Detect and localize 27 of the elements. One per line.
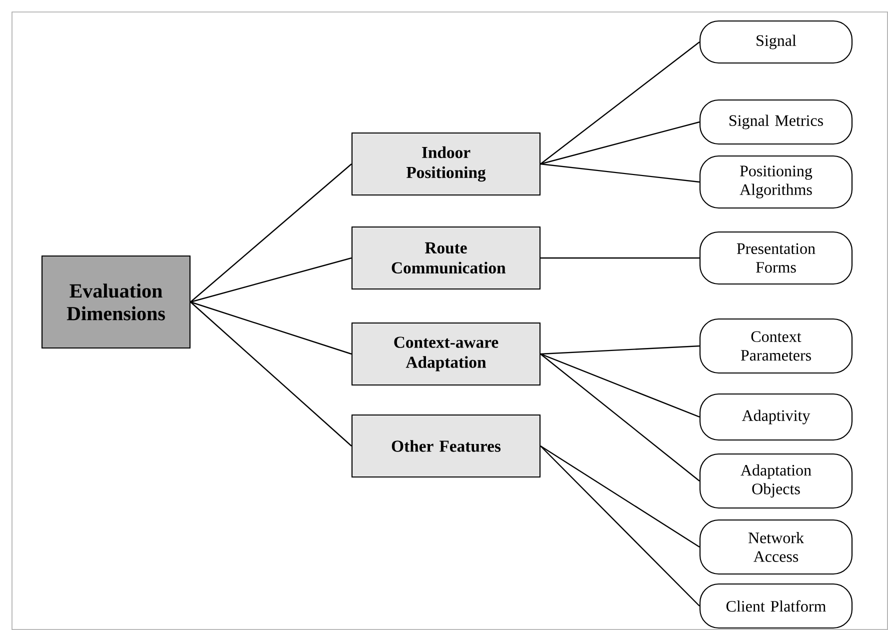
connector-line: [190, 257, 352, 303]
item-pill: Context Parameters: [699, 318, 853, 374]
item-pill: Client Platform: [699, 583, 853, 629]
item-pill: Signal: [699, 20, 853, 64]
item-pill: Signal Metrics: [699, 99, 853, 145]
category-box: Route Communication: [351, 226, 541, 290]
connector-line: [190, 301, 352, 355]
connector-line: [540, 354, 700, 482]
category-box: Other Features: [351, 414, 541, 478]
category-box: Context-aware Adaptation: [351, 322, 541, 386]
item-pill: Adaptation Objects: [699, 453, 853, 509]
item-pill: Positioning Algorithms: [699, 155, 853, 209]
connector-line: [540, 42, 700, 164]
connector-line: [540, 121, 700, 165]
connector-line: [190, 164, 352, 302]
category-box: Indoor Positioning: [351, 132, 541, 196]
root-box: Evaluation Dimensions: [41, 255, 191, 349]
connector-line: [540, 257, 700, 259]
connector-line: [540, 163, 700, 183]
item-pill: Presentation Forms: [699, 231, 853, 285]
connector-line: [540, 445, 700, 548]
connector-line: [540, 353, 700, 418]
connector-line: [190, 302, 352, 446]
item-pill: Network Access: [699, 519, 853, 575]
item-pill: Adaptivity: [699, 393, 853, 441]
connector-line: [540, 345, 700, 355]
connector-line: [540, 446, 700, 606]
